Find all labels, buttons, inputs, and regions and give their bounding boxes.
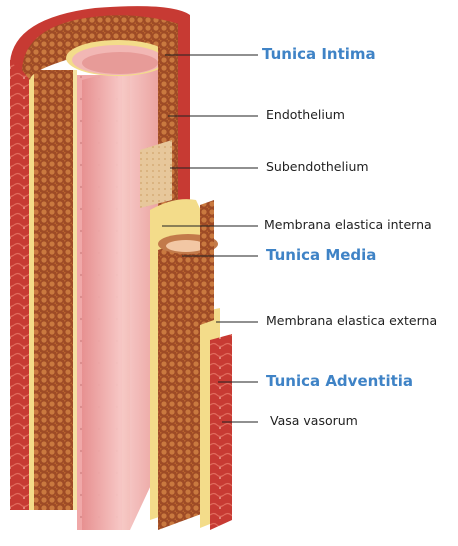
elastica-interna-strip	[73, 70, 77, 510]
step-adventitia	[210, 334, 232, 530]
subendothelium-patch	[140, 140, 172, 208]
vessel-small-segment	[150, 199, 232, 530]
top-lumen-inner	[82, 52, 158, 74]
media-layer	[34, 70, 74, 510]
cut-face-adventitia	[178, 15, 190, 205]
elastica-externa-strip	[29, 66, 34, 510]
step-top-face	[200, 200, 214, 325]
adventitia-layer	[10, 60, 30, 510]
lumen-far-wall	[82, 60, 158, 530]
